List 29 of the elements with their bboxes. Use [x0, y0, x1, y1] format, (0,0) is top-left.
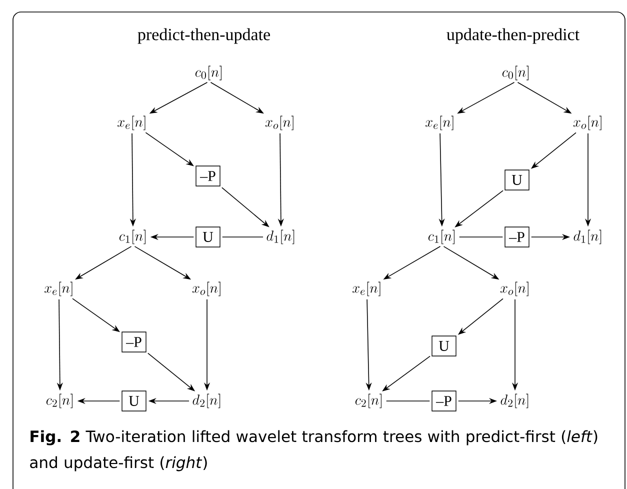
operator-box: –P: [432, 390, 456, 412]
operator-box: U: [504, 170, 530, 190]
signal-label: $x_o[n]$: [500, 282, 528, 296]
signal-label: $x_o[n]$: [265, 116, 294, 130]
signal-label: $c_1[n]$: [428, 230, 454, 244]
signal-label: $x_e[n]$: [117, 116, 146, 130]
signal-label: $d_1[n]$: [574, 230, 602, 244]
signal-label: $x_e[n]$: [352, 282, 380, 296]
operator-box: –P: [504, 226, 530, 248]
signal-label: $c_1[n]$: [119, 230, 146, 244]
signal-label: $c_0[n]$: [502, 66, 528, 80]
signal-label: $x_e[n]$: [425, 116, 454, 130]
signal-label: $d_2[n]$: [500, 394, 528, 408]
operator-box: U: [196, 226, 220, 248]
column-heading: update-then-predict: [446, 28, 580, 44]
signal-label: $x_o[n]$: [573, 116, 602, 130]
operator-box: –P: [196, 166, 220, 186]
caption: Fig. 2 Two-iteration lifted wavelet transform trees with predict-first (left) and update-first (right): [30, 430, 598, 472]
signal-label: $c_0[n]$: [195, 66, 222, 80]
signal-label: $d_2[n]$: [192, 394, 220, 408]
operator-box: U: [432, 336, 456, 356]
signal-label: $x_e[n]$: [44, 282, 72, 296]
column-heading: predict-then-update: [138, 28, 270, 44]
signal-label: $c_2[n]$: [355, 394, 382, 408]
signal-label: $x_o[n]$: [192, 282, 220, 296]
signal-label: $d_1[n]$: [266, 230, 294, 244]
signal-label: $c_2[n]$: [46, 394, 72, 408]
operator-box: U: [122, 390, 146, 412]
operator-box: –P: [122, 332, 146, 352]
